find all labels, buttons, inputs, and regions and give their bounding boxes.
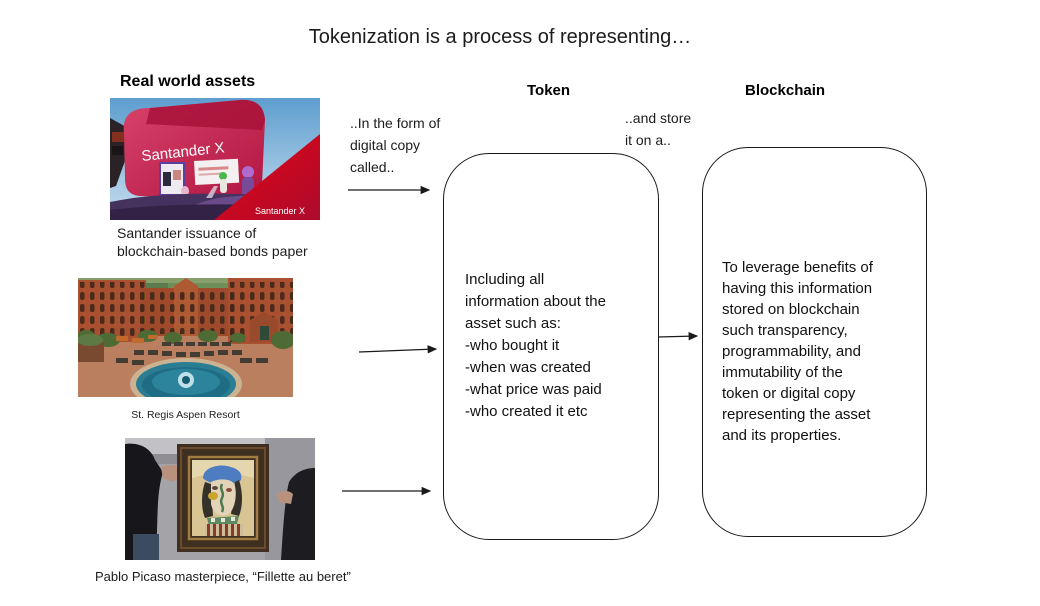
santander-corner-logo: Santander X [255,206,305,216]
santander-photo-illustration: Santander X Santander X [110,98,320,220]
picasso-image [125,438,315,560]
st-regis-photo-illustration [78,278,293,397]
blockchain-column-header: Blockchain [745,82,826,99]
form-of-digital-copy-label: ..In the form of digital copy called.. [350,115,441,175]
token-box [443,153,659,540]
st-regis-caption: St. Regis Aspen Resort [131,409,240,421]
picasso-caption: Pablo Picaso masterpiece, “Fillette au b… [95,569,351,584]
token-column-header: Token [527,82,571,99]
token-box-text: Including all information about the asse… [465,271,606,420]
picasso-photo-illustration [125,438,315,560]
blockchain-box-text: To leverage benefits of having this info… [722,259,873,444]
santander-image: Santander X Santander X [110,98,320,220]
blockchain-box [702,147,927,537]
st-regis-image [78,278,293,397]
arrow-token-to-blockchain-icon [657,332,699,341]
store-it-on-label: ..and store it on a.. [625,110,692,148]
slide-title: Tokenization is a process of representin… [308,26,692,48]
arrow-stregis-to-token-icon [358,345,438,354]
santander-caption: Santander issuance of blockchain-based b… [117,225,308,259]
assets-column-header: Real world assets [120,73,256,90]
